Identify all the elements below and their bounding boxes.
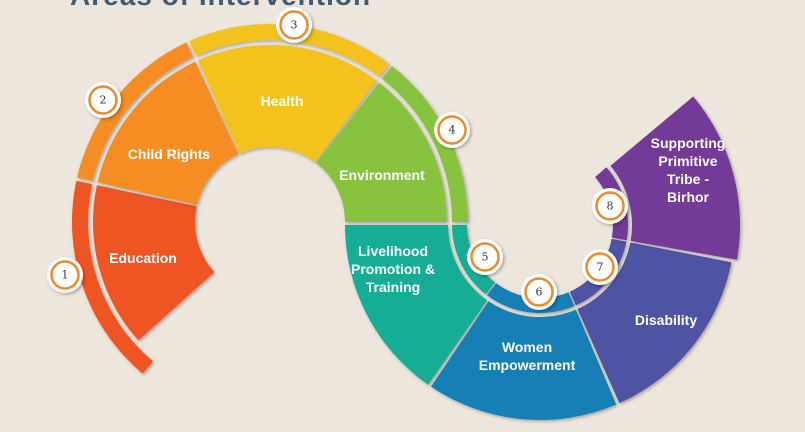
- segment-band-1: [72, 180, 154, 374]
- number-badge-3: 3: [276, 7, 312, 43]
- badge-number: 7: [597, 261, 604, 274]
- number-badge-6: 6: [521, 274, 557, 310]
- badge-number: 6: [536, 286, 543, 299]
- badge-ring: [50, 260, 80, 290]
- segment-main-2: [97, 61, 239, 206]
- number-badge-8: 8: [592, 188, 628, 224]
- number-badge-1: 1: [47, 257, 83, 293]
- badge-ring: [88, 85, 118, 115]
- number-badge-2: 2: [85, 82, 121, 118]
- badge-number: 4: [449, 124, 456, 137]
- number-badge-5: 5: [467, 239, 503, 275]
- badge-ring: [595, 191, 625, 221]
- segment-label-2: Child Rights: [128, 146, 211, 162]
- badge-number: 8: [607, 200, 614, 213]
- diagram-title: Areas of Intervention: [70, 0, 371, 12]
- badge-number: 1: [62, 269, 69, 282]
- segment-band-3: [189, 24, 390, 77]
- number-badge-7: 7: [582, 249, 618, 285]
- segment-main-1: [93, 185, 215, 341]
- badge-number: 5: [482, 251, 489, 264]
- segment-main-3: [198, 44, 377, 163]
- segment-main-7: [577, 242, 732, 404]
- segment-band-2: [77, 42, 194, 182]
- badge-ring: [437, 115, 467, 145]
- number-badge-4: 4: [434, 112, 470, 148]
- badge-ring: [524, 277, 554, 307]
- badge-number: 2: [100, 94, 107, 107]
- segment-label-3: Health: [261, 93, 304, 109]
- segment-main-6: [430, 301, 617, 420]
- badge-number: 3: [291, 19, 298, 32]
- segment-main-5: [345, 225, 488, 385]
- segment-main-4: [316, 82, 447, 222]
- segment-2: [77, 42, 239, 206]
- segment-1: [72, 180, 215, 374]
- segment-main-8: [610, 96, 741, 260]
- segment-label-4: Environment: [339, 167, 425, 183]
- badge-ring: [585, 252, 615, 282]
- segment-3: [189, 24, 390, 163]
- segment-label-1: Education: [109, 250, 177, 266]
- badge-ring: [470, 242, 500, 272]
- segment-label-7: Disability: [635, 312, 697, 328]
- badge-ring: [279, 10, 309, 40]
